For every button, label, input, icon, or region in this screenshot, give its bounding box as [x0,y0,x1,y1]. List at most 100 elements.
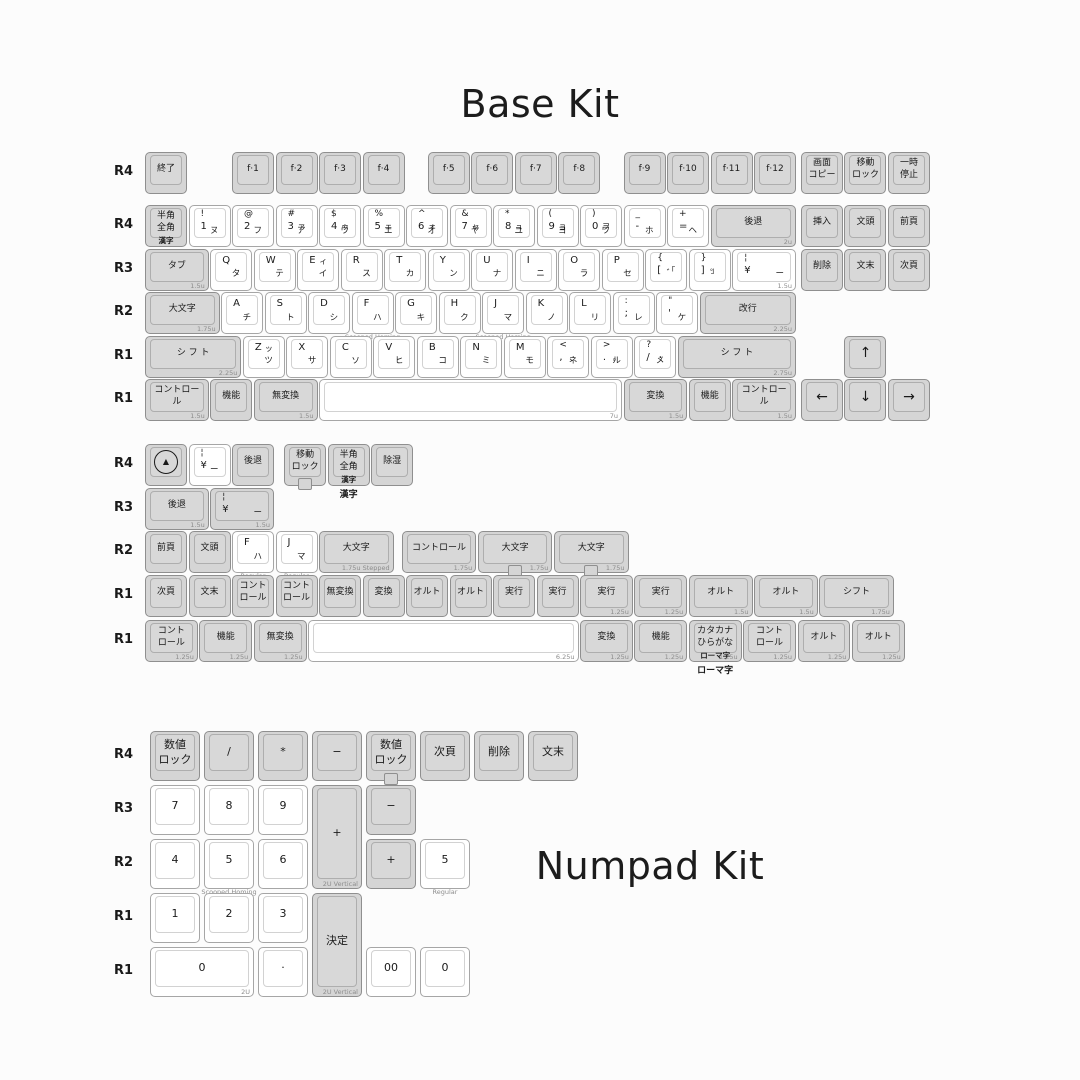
row-label-r1: R1 [113,347,133,363]
key-4: 4 [150,839,200,889]
key-1: 1 [150,893,200,943]
key--: _-ホ [623,205,666,247]
base-kit-title: Base Kit [460,82,620,126]
key-オルト: オルト [449,574,492,617]
key-除湿: 除湿 [371,444,414,486]
key-¥: ¦¥ー [188,444,231,486]
row-label-r4: R4 [113,747,133,762]
key-/: / [204,731,254,781]
key-変換: 変換 [362,574,405,617]
key-コントロール: コント ロール [232,574,274,617]
key-spacebar: 7u [319,379,622,421]
logo-icon: ▲ [151,448,181,476]
key-文末: 文末 [844,248,887,291]
row-label-r4: R4 [113,164,133,179]
key-文末: 文末 [188,574,231,617]
row-label-r1: R1 [113,909,133,924]
key-次頁: 次頁 [887,248,930,291]
key-]: }]」゜ [688,248,731,291]
key-f·9: f·9 [623,152,666,194]
key-数値ロック: 数値 ロック [150,731,200,781]
key-半角全角: 半角 全角漢字 [145,205,187,247]
key-挿入: 挿入 [800,205,843,247]
key-−: − [366,785,416,835]
key-f·11: f·11 [710,152,753,194]
key-.: >.。ル [590,335,633,378]
key-J: JマRegular [275,531,318,580]
key-F: FハRegular [232,531,274,580]
key-文頭: 文頭 [844,205,887,247]
key-f·8: f·8 [558,152,601,194]
key-/: ?/・メ [634,335,677,378]
key-機能: 機能 [688,379,731,421]
key-f·12: f·12 [754,152,796,194]
key-→: → [887,379,930,421]
key-00: 00 [366,947,416,997]
key-削除: 削除 [800,248,843,291]
key-7: 7 [150,785,200,835]
key-オルト: オルト [406,574,448,617]
key-次頁: 次頁 [145,574,187,617]
key-f·7: f·7 [514,152,557,194]
key-削除: 削除 [474,731,524,781]
row-label-r1: R1 [113,391,133,406]
key-+: +2U Vertical [312,785,362,889]
row-label-r1: R1 [113,586,133,602]
key-無変換: 無変換 [319,574,361,617]
key-8: 8 [204,785,254,835]
key-実行: 実行 [493,574,535,617]
row-label-r2: R2 [113,855,133,870]
key-3: 3 [258,893,308,943]
row-label-r4: R4 [113,456,133,471]
key-コントロール: コント ロール [275,574,318,617]
key-0: 0 [420,947,470,997]
key-文頭: 文頭 [188,531,231,573]
